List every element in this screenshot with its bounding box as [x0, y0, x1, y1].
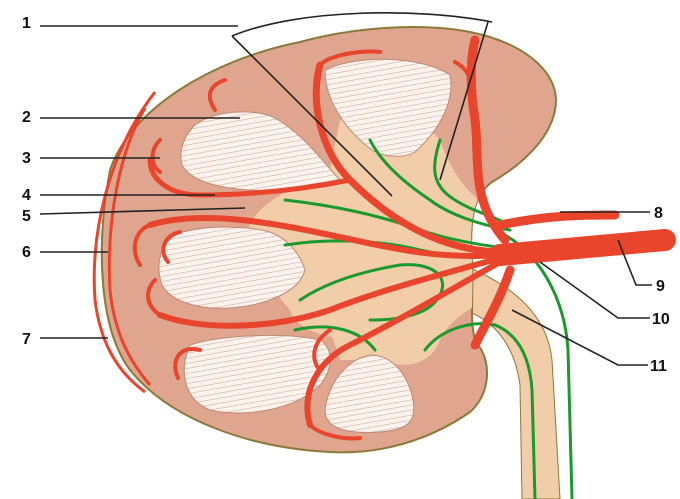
renal-artery-trunk: [500, 240, 665, 255]
label-6: 6: [22, 244, 31, 261]
label-2: 2: [22, 109, 31, 126]
label-5: 5: [22, 208, 31, 225]
renal-artery-upper: [500, 215, 615, 225]
label-1: 1: [22, 15, 31, 32]
label-11: 11: [650, 358, 667, 375]
label-3: 3: [22, 150, 31, 167]
label-10: 10: [652, 311, 670, 328]
label-9: 9: [656, 278, 665, 295]
label-8: 8: [654, 205, 663, 222]
leader-10: [540, 262, 650, 318]
label-4: 4: [22, 187, 31, 204]
label-7: 7: [22, 331, 31, 348]
